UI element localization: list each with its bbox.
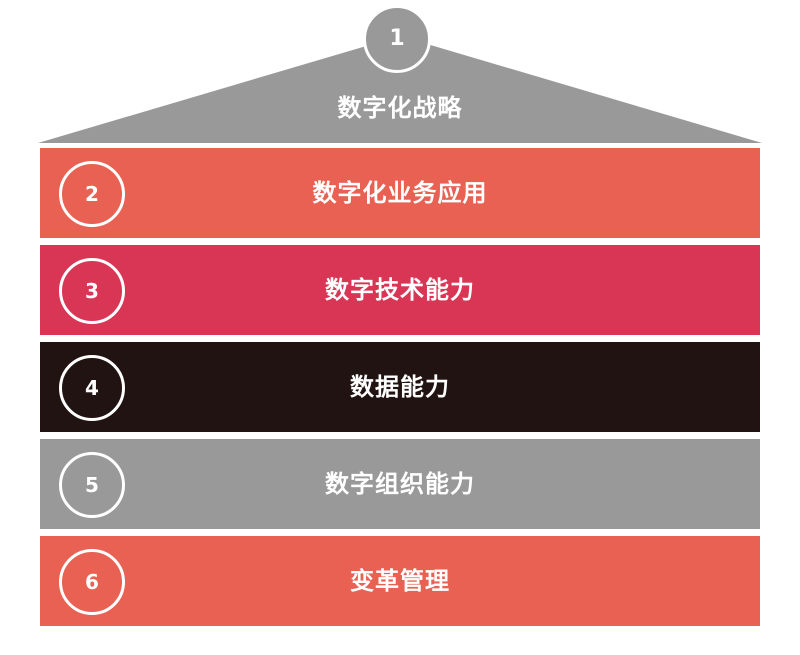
layer-data-capability: 4 数据能力 (40, 342, 760, 432)
strategy-number: 1 (389, 26, 405, 51)
layer-number-badge: 5 (59, 452, 125, 518)
layer-number-badge: 6 (59, 549, 125, 615)
layer-number: 5 (85, 473, 99, 497)
layer-change-management: 6 变革管理 (40, 536, 760, 626)
layer-label: 数据能力 (350, 373, 450, 401)
layer-number-badge: 3 (59, 258, 125, 324)
layer-digital-tech-capability: 3 数字技术能力 (40, 245, 760, 335)
layer-label: 数字技术能力 (325, 276, 475, 304)
capability-layers: 2 数字化业务应用 3 数字技术能力 4 数据能力 5 数字组织能力 6 变革管… (40, 148, 760, 633)
roof-shape (38, 36, 762, 143)
roof-triangle (38, 36, 762, 143)
layer-number-badge: 4 (59, 355, 125, 421)
layer-digital-org-capability: 5 数字组织能力 (40, 439, 760, 529)
layer-digital-business-apps: 2 数字化业务应用 (40, 148, 760, 238)
layer-number: 4 (85, 376, 99, 400)
layer-number: 6 (85, 570, 99, 594)
layer-number: 2 (85, 182, 99, 206)
layer-label: 数字组织能力 (325, 470, 475, 498)
layer-label: 数字化业务应用 (312, 179, 488, 207)
strategy-number-badge: 1 (363, 5, 431, 73)
strategy-title: 数字化战略 (337, 94, 463, 122)
layer-number: 3 (85, 279, 99, 303)
layer-label: 变革管理 (350, 567, 450, 595)
layer-number-badge: 2 (59, 161, 125, 227)
